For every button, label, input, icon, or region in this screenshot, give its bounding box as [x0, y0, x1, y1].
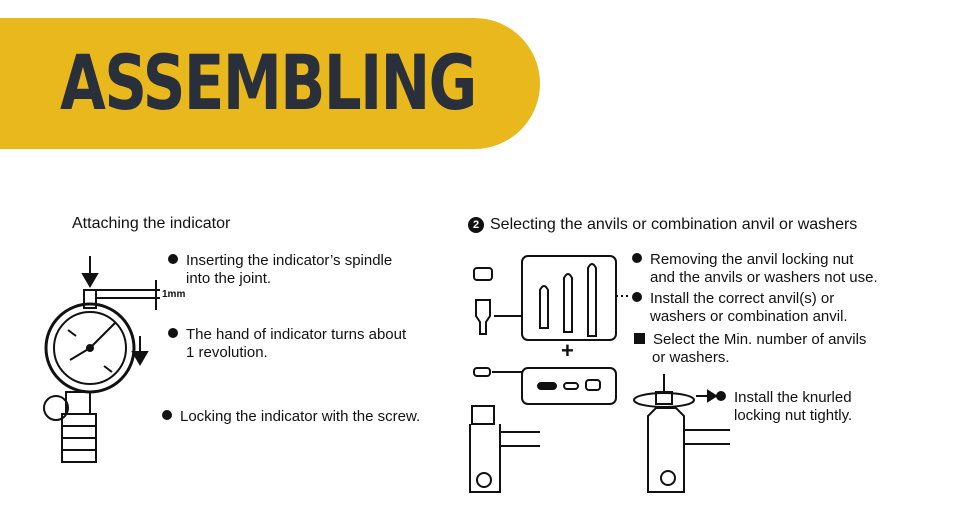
- section-attaching-heading: Attaching the indicator: [72, 215, 231, 232]
- step-select-min: Select the Min. number of anvils or wash…: [634, 331, 866, 367]
- step-knurled-nut: Install the knurled locking nut tightly.: [716, 389, 852, 425]
- section-selecting-title: Selecting the anvils or combination anvi…: [490, 216, 858, 233]
- step-hand-line1: The hand of indicator turns about: [168, 326, 406, 344]
- step-insert-line1: Inserting the indicator’s spindle: [168, 252, 392, 270]
- step-hand-line2: 1 revolution.: [186, 344, 268, 361]
- dimension-label: 1mm: [162, 289, 186, 300]
- section-selecting-heading: 2 Selecting the anvils or combination anv…: [468, 216, 857, 234]
- title-banner: [0, 18, 540, 149]
- step-lock-line1: Locking the indicator with the screw.: [162, 408, 420, 426]
- step-number-badge: 2: [468, 217, 484, 233]
- step-knurled-line1: Install the knurled: [716, 389, 852, 407]
- plus-sign: +: [561, 338, 574, 363]
- step-insert-line2: into the joint.: [186, 270, 272, 287]
- page-title: ASSEMBLING: [60, 38, 477, 127]
- step-remove-line1: Removing the anvil locking nut: [632, 251, 878, 269]
- step-insert-spindle: Inserting the indicator’s spindle into t…: [168, 252, 392, 288]
- step-install-line2: washers or combination anvil.: [650, 308, 848, 325]
- step-remove-nut: Removing the anvil locking nut and the a…: [632, 251, 878, 287]
- step-hand-turns: The hand of indicator turns about 1 revo…: [168, 326, 406, 362]
- step-select-line2: or washers.: [652, 349, 730, 366]
- step-install-anvil: Install the correct anvil(s) or washers …: [632, 290, 848, 326]
- step-lock-indicator: Locking the indicator with the screw.: [162, 408, 420, 426]
- step-install-line1: Install the correct anvil(s) or: [632, 290, 848, 308]
- step-remove-line2: and the anvils or washers not use.: [650, 269, 878, 286]
- step-knurled-line2: locking nut tightly.: [734, 407, 853, 424]
- step-select-line1: Select the Min. number of anvils: [634, 331, 866, 349]
